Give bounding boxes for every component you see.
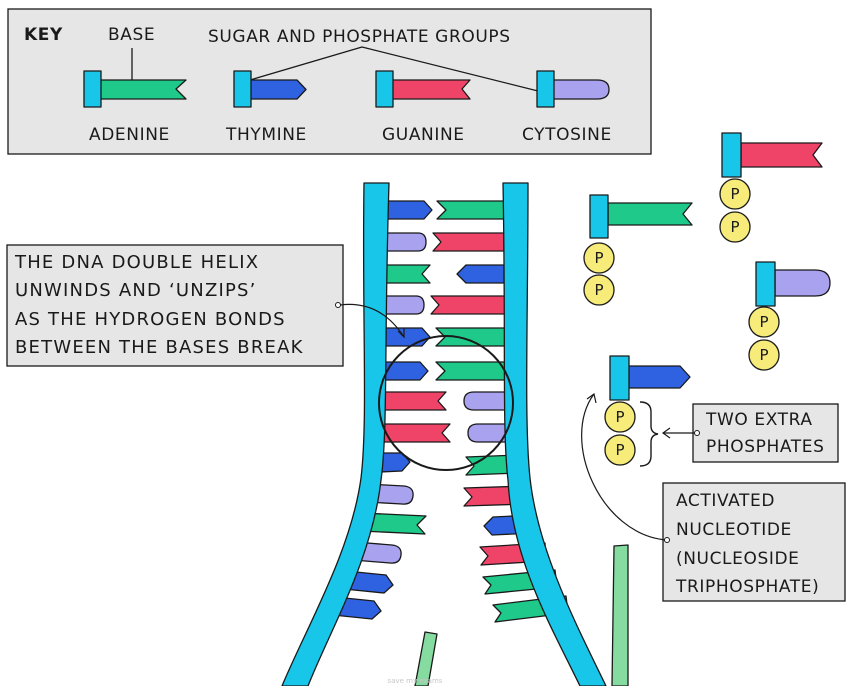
phosphate-icon — [748, 306, 780, 338]
helix-callout-line-3: AS THE HYDROGEN BONDS — [15, 309, 286, 330]
free-nucleotide-cytosine: P P — [748, 261, 831, 371]
sugar-phosphate-icon — [536, 70, 555, 108]
phosphate-icon — [604, 401, 636, 433]
cytosine-round-icon — [552, 79, 610, 100]
cytosine-base — [382, 295, 425, 315]
phosphate-icon — [583, 242, 615, 274]
guanine-base — [432, 232, 505, 252]
activated-nucleotide-box — [662, 482, 846, 602]
phosphate-icon — [748, 339, 780, 371]
phosphate-icon — [719, 178, 751, 210]
sugar-icon — [609, 355, 630, 401]
phosphate-letter: P — [594, 281, 603, 299]
thymine-arrow-icon — [249, 79, 307, 100]
key-guanine-nucleotide: GUANINE — [375, 70, 471, 145]
guanine-base — [430, 295, 506, 315]
cytosine-base — [463, 391, 511, 411]
hydrogen-bonds-highlight-circle — [378, 335, 514, 471]
adenine-base — [435, 361, 508, 381]
arrowhead-icon — [586, 392, 597, 404]
adenine-base — [383, 264, 431, 284]
free-nucleotide-thymine: P P — [604, 355, 691, 467]
activated-line-1: ACTIVATED — [676, 491, 775, 511]
connector-dot — [664, 537, 670, 543]
free-nucleotide-guanine: P P — [719, 132, 823, 243]
phosphate-icon — [583, 274, 615, 306]
key-base-name: THYMINE — [225, 125, 307, 145]
paired-bases — [380, 200, 508, 381]
cytosine-base — [774, 269, 831, 297]
sugar-phosphate-icon — [233, 70, 252, 108]
key-base-name: ADENINE — [89, 125, 170, 145]
thymine-base — [627, 365, 691, 389]
extra-phosphates-line-1: TWO EXTRA — [705, 410, 813, 430]
arrowhead-icon — [397, 328, 405, 339]
phosphate-letter: P — [615, 408, 624, 426]
helix-callout: THE DNA DOUBLE HELIX UNWINDS AND ‘UNZIPS… — [6, 244, 405, 367]
activated-arrow — [581, 393, 668, 541]
watermark: save my exams — [388, 677, 443, 685]
key-base-label: BASE — [108, 25, 155, 45]
guanine-base — [379, 391, 447, 411]
backbone-pointer-lines — [249, 46, 551, 95]
thymine-base — [456, 264, 505, 284]
activated-nucleotide-callout: ACTIVATED NUCLEOTIDE (NUCLEOSIDE TRIPHOS… — [581, 392, 846, 602]
key-title: KEY — [24, 25, 63, 45]
phosphate-brace — [639, 401, 659, 467]
right-backbone-strand — [502, 182, 607, 686]
guanine-tail-icon — [391, 79, 471, 100]
guanine-base — [740, 142, 823, 168]
key-panel: KEY BASE SUGAR AND PHOSPHATE GROUPS ADEN… — [7, 8, 652, 155]
adenine-tail-icon — [99, 79, 187, 100]
activated-line-4: TRIPHOSPHATE) — [675, 577, 819, 597]
phosphate-letter: P — [730, 218, 739, 236]
phosphate-letter: P — [759, 313, 768, 331]
free-nucleotide-adenine: P P — [583, 194, 693, 306]
dna-double-helix — [281, 182, 629, 686]
key-backbone-label: SUGAR AND PHOSPHATE GROUPS — [208, 27, 511, 47]
phosphate-letter: P — [594, 249, 603, 267]
phosphate-icon — [719, 211, 751, 243]
helix-callout-line-4: BETWEEN THE BASES BREAK — [15, 337, 304, 358]
helix-callout-line-2: UNWINDS AND ‘UNZIPS’ — [15, 280, 257, 301]
connector-dot — [694, 430, 700, 436]
helix-callout-arrow — [339, 303, 405, 338]
connector-dot — [335, 302, 341, 308]
helix-callout-line-1: THE DNA DOUBLE HELIX — [14, 252, 259, 273]
sugar-phosphate-icon — [375, 70, 394, 108]
phosphate-letter: P — [615, 441, 624, 459]
sugar-icon — [589, 194, 609, 239]
extra-phosphates-line-2: PHOSPHATES — [706, 437, 824, 457]
phosphate-letter: P — [730, 185, 739, 203]
phosphate-letter: P — [759, 346, 768, 364]
thymine-base — [385, 200, 433, 220]
adenine-base — [436, 200, 506, 220]
key-thymine-nucleotide: THYMINE — [225, 70, 307, 145]
extra-phosphates-box — [692, 403, 839, 463]
adenine-base — [607, 202, 693, 226]
new-strand-right — [611, 544, 629, 686]
sugar-phosphate-icon — [83, 70, 102, 108]
phosphate-icon — [604, 434, 636, 466]
cytosine-base — [384, 232, 427, 252]
new-strand-left — [414, 631, 438, 686]
left-backbone-strand — [281, 182, 390, 686]
sugar-icon — [721, 132, 742, 178]
arrowhead-icon — [661, 427, 671, 439]
extra-phosphates-callout: TWO EXTRA PHOSPHATES — [661, 403, 839, 463]
helix-callout-box — [6, 244, 344, 367]
key-cytosine-nucleotide: CYTOSINE — [522, 70, 612, 145]
activated-line-2: NUCLEOTIDE — [676, 520, 792, 540]
key-adenine-nucleotide: ADENINE — [83, 70, 187, 145]
sugar-icon — [755, 261, 776, 307]
activated-line-3: (NUCLEOSIDE — [676, 549, 800, 569]
key-base-name: GUANINE — [382, 125, 465, 145]
key-base-name: CYTOSINE — [522, 125, 612, 145]
thymine-base — [381, 327, 431, 347]
